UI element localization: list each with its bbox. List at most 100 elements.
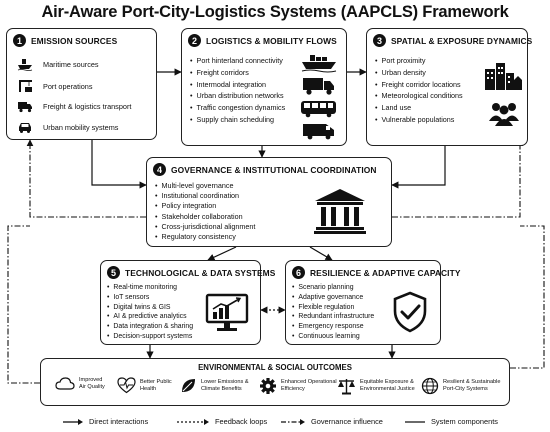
list-item: Scenario planning — [292, 283, 374, 293]
outcome-label: Equitable Exposure & — [360, 379, 414, 385]
list-item: Traffic congestion dynamics — [190, 102, 286, 114]
scale-icon — [338, 379, 355, 395]
list-item: Urban density — [375, 67, 463, 79]
box-title: SPATIAL & EXPOSURE DYNAMICS — [391, 35, 533, 46]
emission-item: Freight & logistics transport — [43, 102, 132, 111]
outcome-label: Environmental Justice — [360, 386, 415, 392]
car-icon — [19, 123, 31, 133]
list-item: Adaptive governance — [292, 293, 374, 303]
list-item: Flexible regulation — [292, 303, 374, 313]
heart-pulse-icon — [117, 377, 136, 394]
dotted-arrow-icon — [177, 418, 209, 425]
list-item: Data integration & sharing — [107, 322, 193, 332]
box-title: LOGISTICS & MOBILITY FLOWS — [206, 35, 337, 46]
legend-direct: Direct interactions — [62, 417, 148, 426]
outcome-label: Air Quality — [79, 384, 105, 390]
list-item: Continuous learning — [292, 332, 374, 342]
monitor-chart-icon — [205, 293, 249, 331]
box-number: 6 — [292, 266, 305, 279]
governance-outcome-left — [7, 225, 40, 384]
crane-icon — [19, 80, 32, 92]
outcome-label: Health — [140, 385, 157, 392]
governance-right-loop — [392, 139, 524, 218]
globe-icon — [421, 377, 439, 395]
box-title: TECHNOLOGICAL & DATA SYSTEMS — [125, 267, 276, 278]
legend-label: Feedback loops — [215, 417, 268, 426]
solid-line-icon — [405, 420, 425, 423]
ship-icon — [17, 59, 33, 71]
governance-outcome-right — [510, 225, 545, 369]
list-item: Meteorological conditions — [375, 90, 463, 102]
legend-governance: Governance influence — [280, 417, 383, 426]
list-item: Digital twins & GIS — [107, 303, 193, 313]
emission-item: Port operations — [43, 81, 93, 91]
outcome-label: Better Public — [140, 378, 172, 385]
outcome-label: Lower Emissions & — [201, 378, 249, 385]
dash-dot-arrow-icon — [281, 418, 305, 425]
ship-icon — [301, 55, 337, 73]
box-number: 2 — [188, 34, 201, 47]
governance-left-loop — [26, 139, 146, 218]
list-item: Decision-support systems — [107, 332, 193, 342]
list-item: Emergency response — [292, 322, 374, 332]
outcome-label: Efficiency — [281, 386, 305, 392]
box-title: RESILIENCE & ADAPTIVE CAPACITY — [310, 267, 461, 278]
list-item: Intermodal integration — [190, 79, 285, 91]
tech-data-box: 5 TECHNOLOGICAL & DATA SYSTEMS Real-time … — [100, 260, 275, 345]
box-title: GOVERNANCE & INSTITUTIONAL COORDINATION — [171, 164, 377, 175]
list-item: Freight corridor locations — [375, 79, 463, 91]
legend-feedback: Feedback loops — [176, 417, 267, 426]
governance-box: 4 GOVERNANCE & INSTITUTIONAL COORDINATION… — [146, 157, 392, 247]
legend-label: Direct interactions — [89, 417, 149, 426]
list-item: Institutional coordination — [155, 191, 255, 201]
list-item: Regulatory consistency — [155, 232, 255, 242]
truck-icon — [18, 102, 32, 113]
list-item: Vulnerable populations — [375, 114, 463, 126]
truck-icon — [303, 78, 334, 95]
gear-icon — [260, 378, 276, 394]
city-icon — [485, 63, 522, 90]
institution-icon — [314, 189, 366, 234]
van-icon — [303, 124, 334, 140]
list-item: AI & predictive analytics — [107, 312, 193, 322]
outcome-label: Enhanced Operational — [281, 379, 337, 385]
legend-label: System components — [431, 417, 498, 426]
box-number: 3 — [373, 34, 386, 47]
diagram-title: Air-Aware Port-City-Logistics Systems (A… — [41, 3, 509, 21]
shield-check-icon — [393, 291, 427, 333]
list-item: Stakeholder collaboration — [155, 212, 255, 222]
outcome-label: Climate Benefits — [201, 385, 242, 392]
list-item: Cross-jurisdictional alignment — [155, 222, 256, 232]
outcome-label: Resilient & Sustainable — [443, 379, 501, 385]
box-title: EMISSION SOURCES — [31, 35, 118, 46]
list-item: Real-time monitoring — [107, 283, 193, 293]
outcome-item: Lower Emissions &Climate Benefits — [180, 377, 249, 394]
outcome-item: Equitable Exposure &Environmental Justic… — [337, 377, 415, 395]
arrow-4-to-6 — [309, 246, 333, 261]
list-item: Redundant infrastructure — [292, 312, 374, 322]
outcomes-title: ENVIRONMENTAL & SOCIAL OUTCOMES — [198, 363, 352, 372]
arrow-4-to-5 — [207, 246, 237, 261]
legend-components: System components — [404, 417, 498, 426]
list-item: Supply chain scheduling — [190, 114, 285, 126]
list-item: Urban distribution networks — [190, 90, 285, 102]
list-item: Policy integration — [155, 201, 255, 211]
leaf-icon — [182, 379, 195, 392]
arrow-1-to-4 — [91, 140, 147, 189]
solid-arrow-icon — [63, 418, 83, 425]
cloud-icon — [55, 377, 75, 390]
box-number: 4 — [153, 163, 166, 176]
bus-icon — [301, 101, 336, 118]
outcome-label: Port-City Systems — [443, 386, 488, 392]
box-number: 5 — [107, 266, 120, 279]
people-icon — [489, 103, 519, 126]
emission-item: Urban mobility systems — [43, 123, 119, 132]
